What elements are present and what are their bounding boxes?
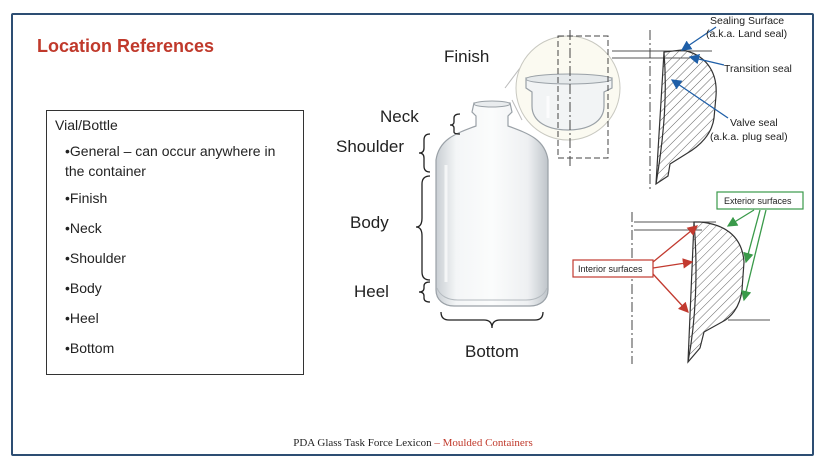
arrow-valve-seal — [670, 79, 729, 119]
vial-illustration — [435, 100, 549, 307]
label-body: Body — [350, 213, 389, 232]
list-item-neck: •Neck — [65, 220, 102, 236]
slide-title: Location References — [37, 36, 215, 56]
label-finish: Finish — [444, 47, 489, 66]
list-item-bottom: •Bottom — [65, 340, 115, 356]
label-neck: Neck — [380, 107, 419, 126]
arrow-interior-2 — [652, 258, 694, 269]
label-shoulder: Shoulder — [336, 137, 404, 156]
list-item-heel: •Heel — [65, 310, 99, 326]
label-valve-seal-aka: (a.k.a. plug seal) — [710, 131, 788, 143]
finish-cross-section — [612, 30, 717, 192]
location-list-box: Vial/Bottle •General – can occur anywher… — [46, 110, 304, 375]
arrow-exterior-2 — [743, 209, 761, 264]
label-interior-surfaces: Interior surfaces — [578, 264, 643, 274]
list-item-finish: •Finish — [65, 190, 108, 206]
label-transition-seal: Transition seal — [724, 63, 792, 75]
arrow-exterior-1 — [726, 209, 755, 227]
arrow-transition-seal — [688, 54, 725, 66]
bottom-brace — [440, 311, 544, 329]
shoulder-brace — [418, 133, 431, 173]
arrow-sealing-surface — [680, 26, 717, 51]
arrow-exterior-3 — [741, 209, 767, 302]
label-sealing-surface: Sealing Surface — [710, 15, 784, 27]
neck-brace — [449, 113, 461, 135]
exterior-surfaces-box — [716, 191, 804, 210]
label-heel: Heel — [354, 282, 389, 301]
slide-frame — [11, 13, 814, 456]
list-item-body: •Body — [65, 280, 102, 296]
surfaces-cross-section — [631, 212, 770, 364]
body-brace — [415, 175, 431, 281]
arrow-interior-1 — [652, 225, 699, 263]
footer-accent: Moulded Containers — [442, 437, 533, 449]
interior-surfaces-box — [572, 259, 654, 278]
list-item-shoulder: •Shoulder — [65, 250, 126, 266]
list-item-general: •General – can occur anywhere in the con… — [65, 143, 276, 179]
heel-brace — [418, 281, 431, 303]
label-bottom: Bottom — [465, 342, 519, 361]
arrow-interior-3 — [652, 273, 689, 313]
footer-main: PDA Glass Task Force Lexicon — [293, 437, 432, 449]
slide-footer: PDA Glass Task Force Lexicon – Moulded C… — [0, 437, 826, 449]
label-valve-seal: Valve seal — [730, 117, 778, 129]
label-exterior-surfaces: Exterior surfaces — [724, 196, 792, 206]
footer-separator: – — [431, 437, 443, 449]
label-sealing-surface-aka: (a.k.a. Land seal) — [706, 28, 787, 40]
list-heading: Vial/Bottle — [55, 117, 118, 133]
finish-zoom-callout — [504, 30, 621, 166]
